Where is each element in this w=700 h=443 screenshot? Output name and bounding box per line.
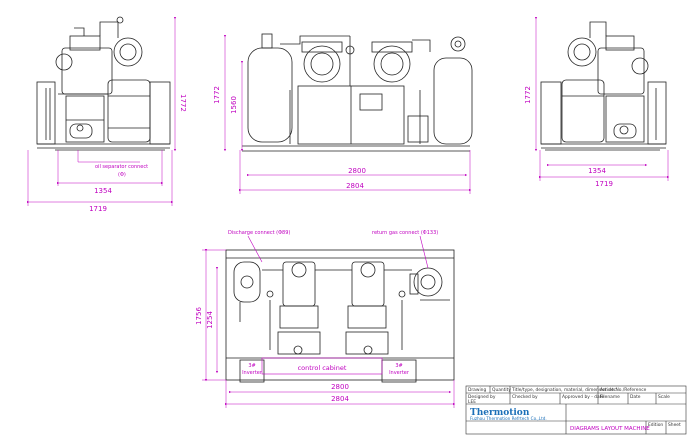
inverter-left-label: 3# (248, 363, 255, 369)
top-view (225, 249, 455, 383)
right-base-outer-dim: 1719 (595, 180, 613, 188)
tb-drawing: Drawing (468, 387, 486, 393)
right-view-dimensions (534, 16, 670, 181)
front-view (242, 33, 473, 152)
return-gas-connect-label: return gas connect (Φ133) (372, 230, 438, 236)
top-view-highlights (247, 235, 429, 375)
discharge-connect-label: Discharge connect (Φ89) (228, 230, 290, 236)
tb-date: Date (630, 394, 641, 400)
top-view-dimensions (202, 248, 456, 408)
left-view-dimensions (26, 16, 177, 206)
tb-article: Article No./Reference (600, 387, 647, 393)
title-block (465, 385, 687, 435)
top-width-outer-dim: 2804 (331, 395, 349, 403)
front-height-inner-dim: 1560 (230, 96, 238, 114)
front-height-outer-dim: 1772 (213, 86, 221, 104)
tb-edition: Edition (648, 422, 663, 428)
right-base-inner-dim: 1354 (588, 167, 606, 175)
control-cabinet-label: control cabinet (298, 364, 347, 372)
tb-approved-by: Approved by - date (562, 394, 604, 400)
left-height-dim: 1772 (179, 94, 187, 112)
tb-designed-by-value: LEE (468, 399, 476, 405)
top-height-inner-dim: 1254 (206, 311, 214, 329)
tb-title-type: Title/type, designation, material, dimen… (511, 387, 617, 393)
tb-scale: Scale (658, 394, 670, 400)
top-width-inner-dim: 2800 (331, 383, 349, 391)
inverter-left-label-2: Inverter (242, 370, 263, 376)
inverter-right-label: 3# (395, 363, 402, 369)
tb-filename: Filename (600, 394, 620, 400)
inverter-right-label-2: Inverter (389, 370, 410, 376)
drawing-title: DIAGRAMS LAYOUT MACHINE (570, 426, 650, 432)
right-side-view (540, 21, 667, 151)
front-width-inner-dim: 2800 (348, 167, 366, 175)
top-height-outer-dim: 1756 (195, 307, 203, 325)
tb-sheet: Sheet (668, 422, 681, 428)
company-name: Fuzhou Thermotion Refrtech Co.,Ltd. (470, 416, 547, 421)
left-side-view (36, 16, 171, 151)
front-width-outer-dim: 2804 (346, 182, 364, 190)
right-height-dim: 1772 (524, 86, 532, 104)
front-view-dimensions (223, 34, 472, 194)
company-logo: Thermotion (470, 408, 530, 418)
tb-checked-by: Checked by (512, 394, 538, 400)
tb-quantity: Quantity (492, 387, 511, 393)
oil-separator-note: oil separator connect (95, 164, 148, 170)
oil-separator-note-2: (Φ) (118, 172, 126, 178)
left-base-outer-dim: 1719 (89, 205, 107, 213)
tb-designed-by-label: Designed by (468, 394, 496, 400)
left-base-inner-dim: 1354 (94, 187, 112, 195)
